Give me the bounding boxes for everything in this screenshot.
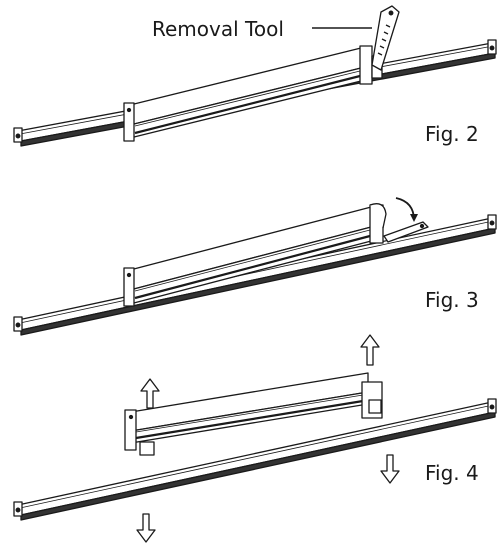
fig2-light-fixture	[123, 45, 383, 142]
fig3-caption: Fig. 3	[425, 288, 479, 312]
lift-up-arrow-icon	[140, 378, 160, 409]
rotate-arrow-icon	[395, 197, 418, 222]
fig2-illustration	[13, 5, 497, 147]
fig4-light-fixture	[124, 372, 383, 456]
fig2-caption: Fig. 2	[425, 122, 479, 146]
fig3-rail	[13, 214, 497, 336]
fig4-illustration	[13, 334, 497, 543]
removal-tool-rotated	[383, 221, 429, 243]
push-down-arrow-icon-2	[380, 454, 400, 484]
fig3-light-fixture	[123, 203, 387, 307]
lift-up-arrow-icon-2	[360, 334, 380, 366]
fig4-caption: Fig. 4	[425, 461, 479, 485]
removal-tool-label: Removal Tool	[152, 17, 284, 41]
push-down-arrow-icon	[136, 513, 156, 543]
fig3-illustration	[13, 197, 497, 336]
fig4-rail	[13, 398, 497, 521]
removal-tool	[371, 5, 400, 71]
